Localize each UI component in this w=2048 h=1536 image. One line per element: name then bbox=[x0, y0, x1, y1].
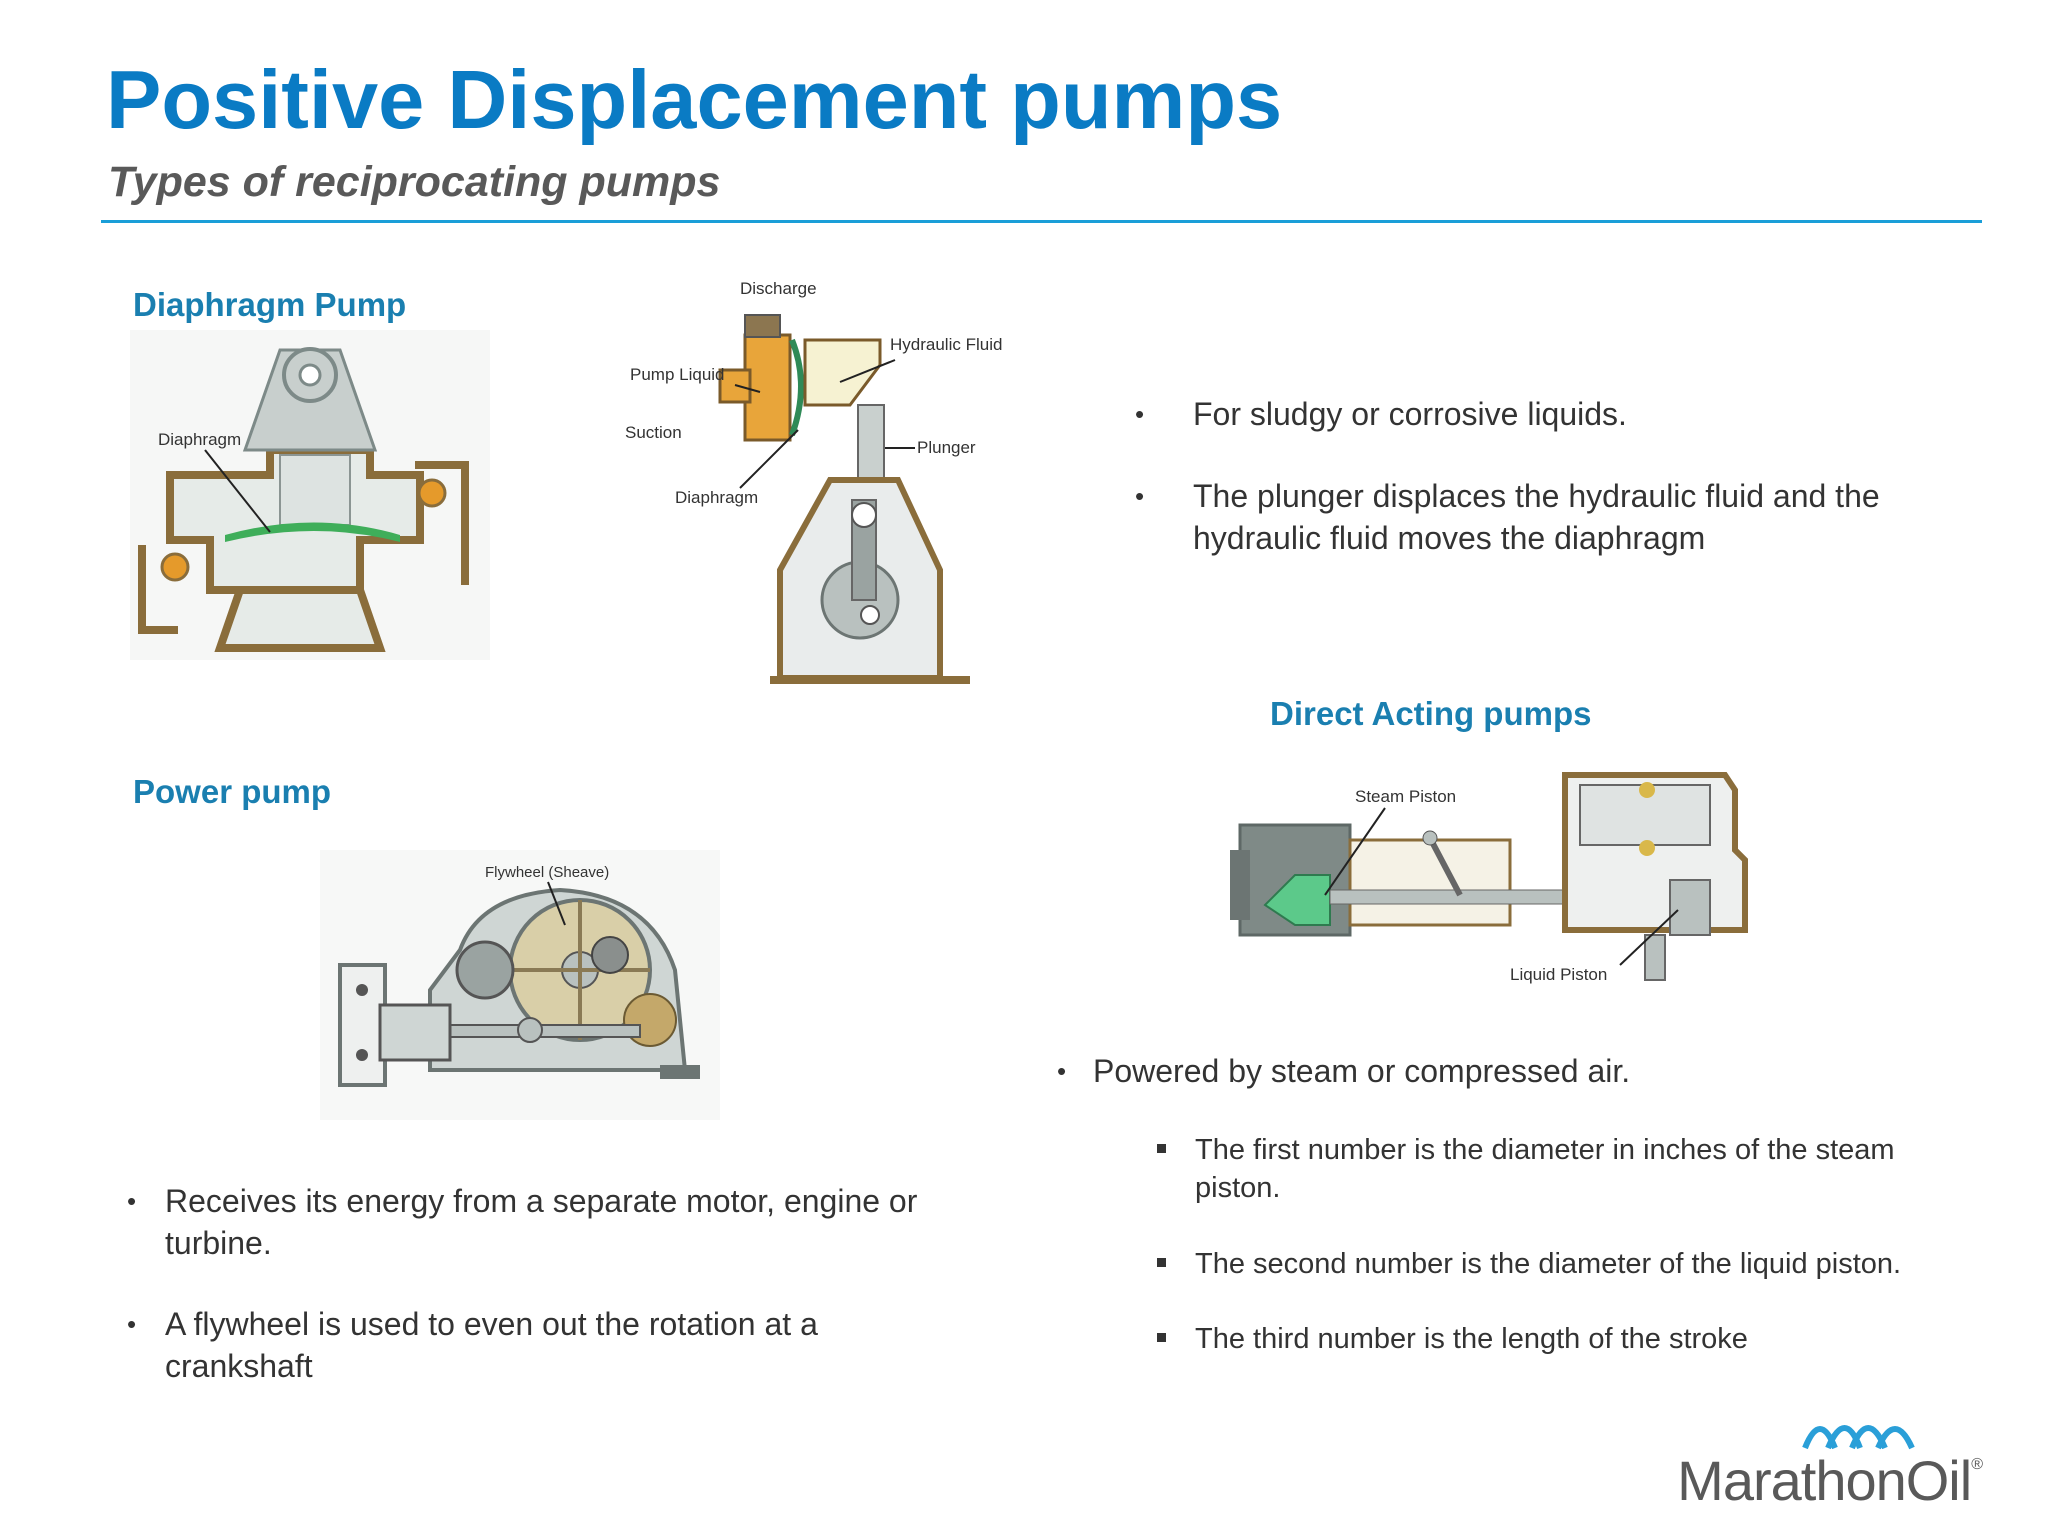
page-title: Positive Displacement pumps bbox=[106, 53, 1283, 146]
direct-sub-bullet-2: The second number is the diameter of the… bbox=[1157, 1245, 2015, 1283]
flywheel-label: Flywheel (Sheave) bbox=[485, 864, 609, 881]
pump-liquid-label: Pump Liquid bbox=[630, 365, 725, 384]
square-bullet bbox=[1157, 1258, 1166, 1267]
power-bullet-1: • Receives its energy from a separate mo… bbox=[127, 1180, 955, 1264]
bullet-dot: • bbox=[127, 1186, 137, 1216]
power-pump-heading: Power pump bbox=[133, 773, 332, 810]
discharge-label: Discharge bbox=[740, 279, 817, 298]
direct-acting-pump-diagram: Steam Piston Liquid Piston bbox=[1220, 760, 1750, 990]
power-pump-diagram: Flywheel (Sheave) bbox=[320, 850, 720, 1120]
diaphragm-pump-diagram: Diaphragm bbox=[130, 330, 490, 660]
direct-acting-heading: Direct Acting pumps bbox=[1270, 695, 1592, 732]
direct-sub-bullet-1: The first number is the diameter in inch… bbox=[1157, 1131, 1985, 1207]
square-bullet bbox=[1157, 1333, 1166, 1342]
diaphragm-label-2: Diaphragm bbox=[675, 488, 758, 507]
square-bullet bbox=[1157, 1144, 1166, 1153]
direct-acting-bullet: • Powered by steam or compressed air. bbox=[1057, 1050, 1993, 1092]
hydraulic-diaphragm-pump-diagram: Discharge Hydraulic Fluid Pump Liquid Su… bbox=[620, 270, 1040, 690]
liquid-piston-label: Liquid Piston bbox=[1510, 965, 1607, 984]
diaphragm-bullet-1: • For sludgy or corrosive liquids. bbox=[1135, 393, 1993, 435]
header-divider bbox=[101, 220, 1982, 223]
marathon-oil-logo-mark bbox=[1802, 1425, 1915, 1450]
steam-piston-label: Steam Piston bbox=[1355, 787, 1456, 806]
page-subtitle: Types of reciprocating pumps bbox=[108, 158, 721, 206]
bullet-dot: • bbox=[1135, 481, 1145, 511]
diaphragm-pump-heading: Diaphragm Pump bbox=[133, 286, 407, 323]
bullet-dot: • bbox=[127, 1309, 137, 1339]
diaphragm-label: Diaphragm bbox=[158, 430, 241, 449]
plunger-label: Plunger bbox=[917, 438, 976, 457]
marathon-oil-logo-text: MarathonOil® bbox=[1677, 1449, 1983, 1512]
direct-sub-bullet-3: The third number is the length of the st… bbox=[1157, 1320, 1985, 1358]
suction-label: Suction bbox=[625, 423, 682, 442]
bullet-dot: • bbox=[1057, 1056, 1067, 1086]
bullet-dot: • bbox=[1135, 399, 1145, 429]
hydraulic-fluid-label: Hydraulic Fluid bbox=[890, 335, 1002, 354]
diaphragm-bullet-2: • The plunger displaces the hydraulic fl… bbox=[1135, 475, 1973, 559]
power-bullet-2: • A flywheel is used to even out the rot… bbox=[127, 1303, 905, 1387]
